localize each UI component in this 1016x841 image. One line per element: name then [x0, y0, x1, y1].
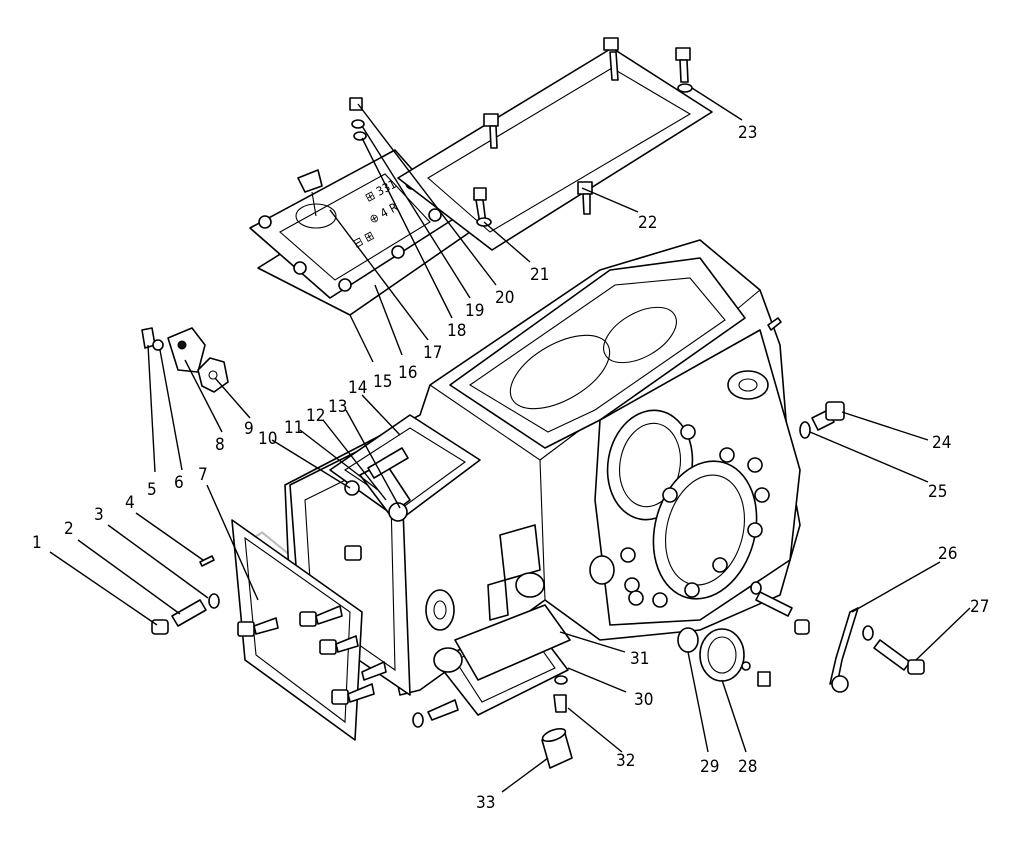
bolt-20: [349, 97, 363, 111]
plug-32: [553, 675, 568, 713]
bolt-1-2: [151, 599, 207, 635]
callout-8: 8: [215, 435, 225, 455]
callout-22: 22: [638, 213, 657, 233]
callout-17: 17: [423, 343, 442, 363]
bolt-23: [675, 47, 691, 61]
callout-26: 26: [938, 544, 957, 564]
callout-23: 23: [738, 123, 757, 143]
callout-29: 29: [700, 757, 719, 777]
callout-11: 11: [284, 418, 303, 438]
callout-19: 19: [465, 301, 484, 321]
flange-8: [167, 327, 206, 373]
sleeve-33: [541, 727, 573, 769]
callout-9: 9: [244, 419, 254, 439]
callout-7: 7: [198, 465, 208, 485]
callout-20: 20: [495, 288, 514, 308]
callout-4: 4: [125, 493, 135, 513]
washer-25: [799, 421, 811, 439]
plug-24: [811, 401, 845, 431]
callout-16: 16: [398, 363, 417, 383]
washer-6: [152, 339, 164, 351]
callout-14: 14: [348, 378, 367, 398]
callout-10: 10: [258, 429, 277, 449]
shifter-assembly: [344, 447, 411, 522]
housing-nuts: [620, 424, 770, 608]
callout-2: 2: [64, 519, 74, 539]
o-ring-29: [677, 627, 699, 653]
washer-18: [353, 131, 367, 141]
front-studs: [237, 545, 387, 705]
washer-19: [351, 119, 365, 129]
callout-31: 31: [630, 649, 649, 669]
callout-labels: 1 2 3 4 5 6 7 8 9 10 11 12 13 14 15 16 1…: [32, 123, 989, 813]
stud-nut-set: [750, 581, 810, 635]
callout-6: 6: [174, 473, 184, 493]
gasket-31: [454, 604, 571, 681]
callout-13: 13: [328, 397, 347, 417]
callout-30: 30: [634, 690, 653, 710]
callout-12: 12: [306, 406, 325, 426]
callout-1: 1: [32, 533, 42, 553]
callout-15: 15: [373, 372, 392, 392]
callout-33: 33: [476, 793, 495, 813]
pin-4: [199, 555, 215, 567]
callout-3: 3: [94, 505, 104, 525]
callout-27: 27: [970, 597, 989, 617]
callout-28: 28: [738, 757, 757, 777]
leader-lines: [49, 87, 971, 793]
gasket-7: [231, 519, 363, 741]
breather-17: [297, 169, 323, 193]
washer-3: [208, 593, 220, 609]
gasket-bolts: [473, 37, 619, 227]
pipe-26: [829, 607, 859, 685]
callout-32: 32: [616, 751, 635, 771]
cover-28: [699, 628, 771, 687]
callout-25: 25: [928, 482, 947, 502]
callout-24: 24: [932, 433, 951, 453]
bolt-27: [862, 625, 925, 675]
callout-5: 5: [147, 480, 157, 500]
callout-18: 18: [447, 321, 466, 341]
callout-21: 21: [530, 265, 549, 285]
